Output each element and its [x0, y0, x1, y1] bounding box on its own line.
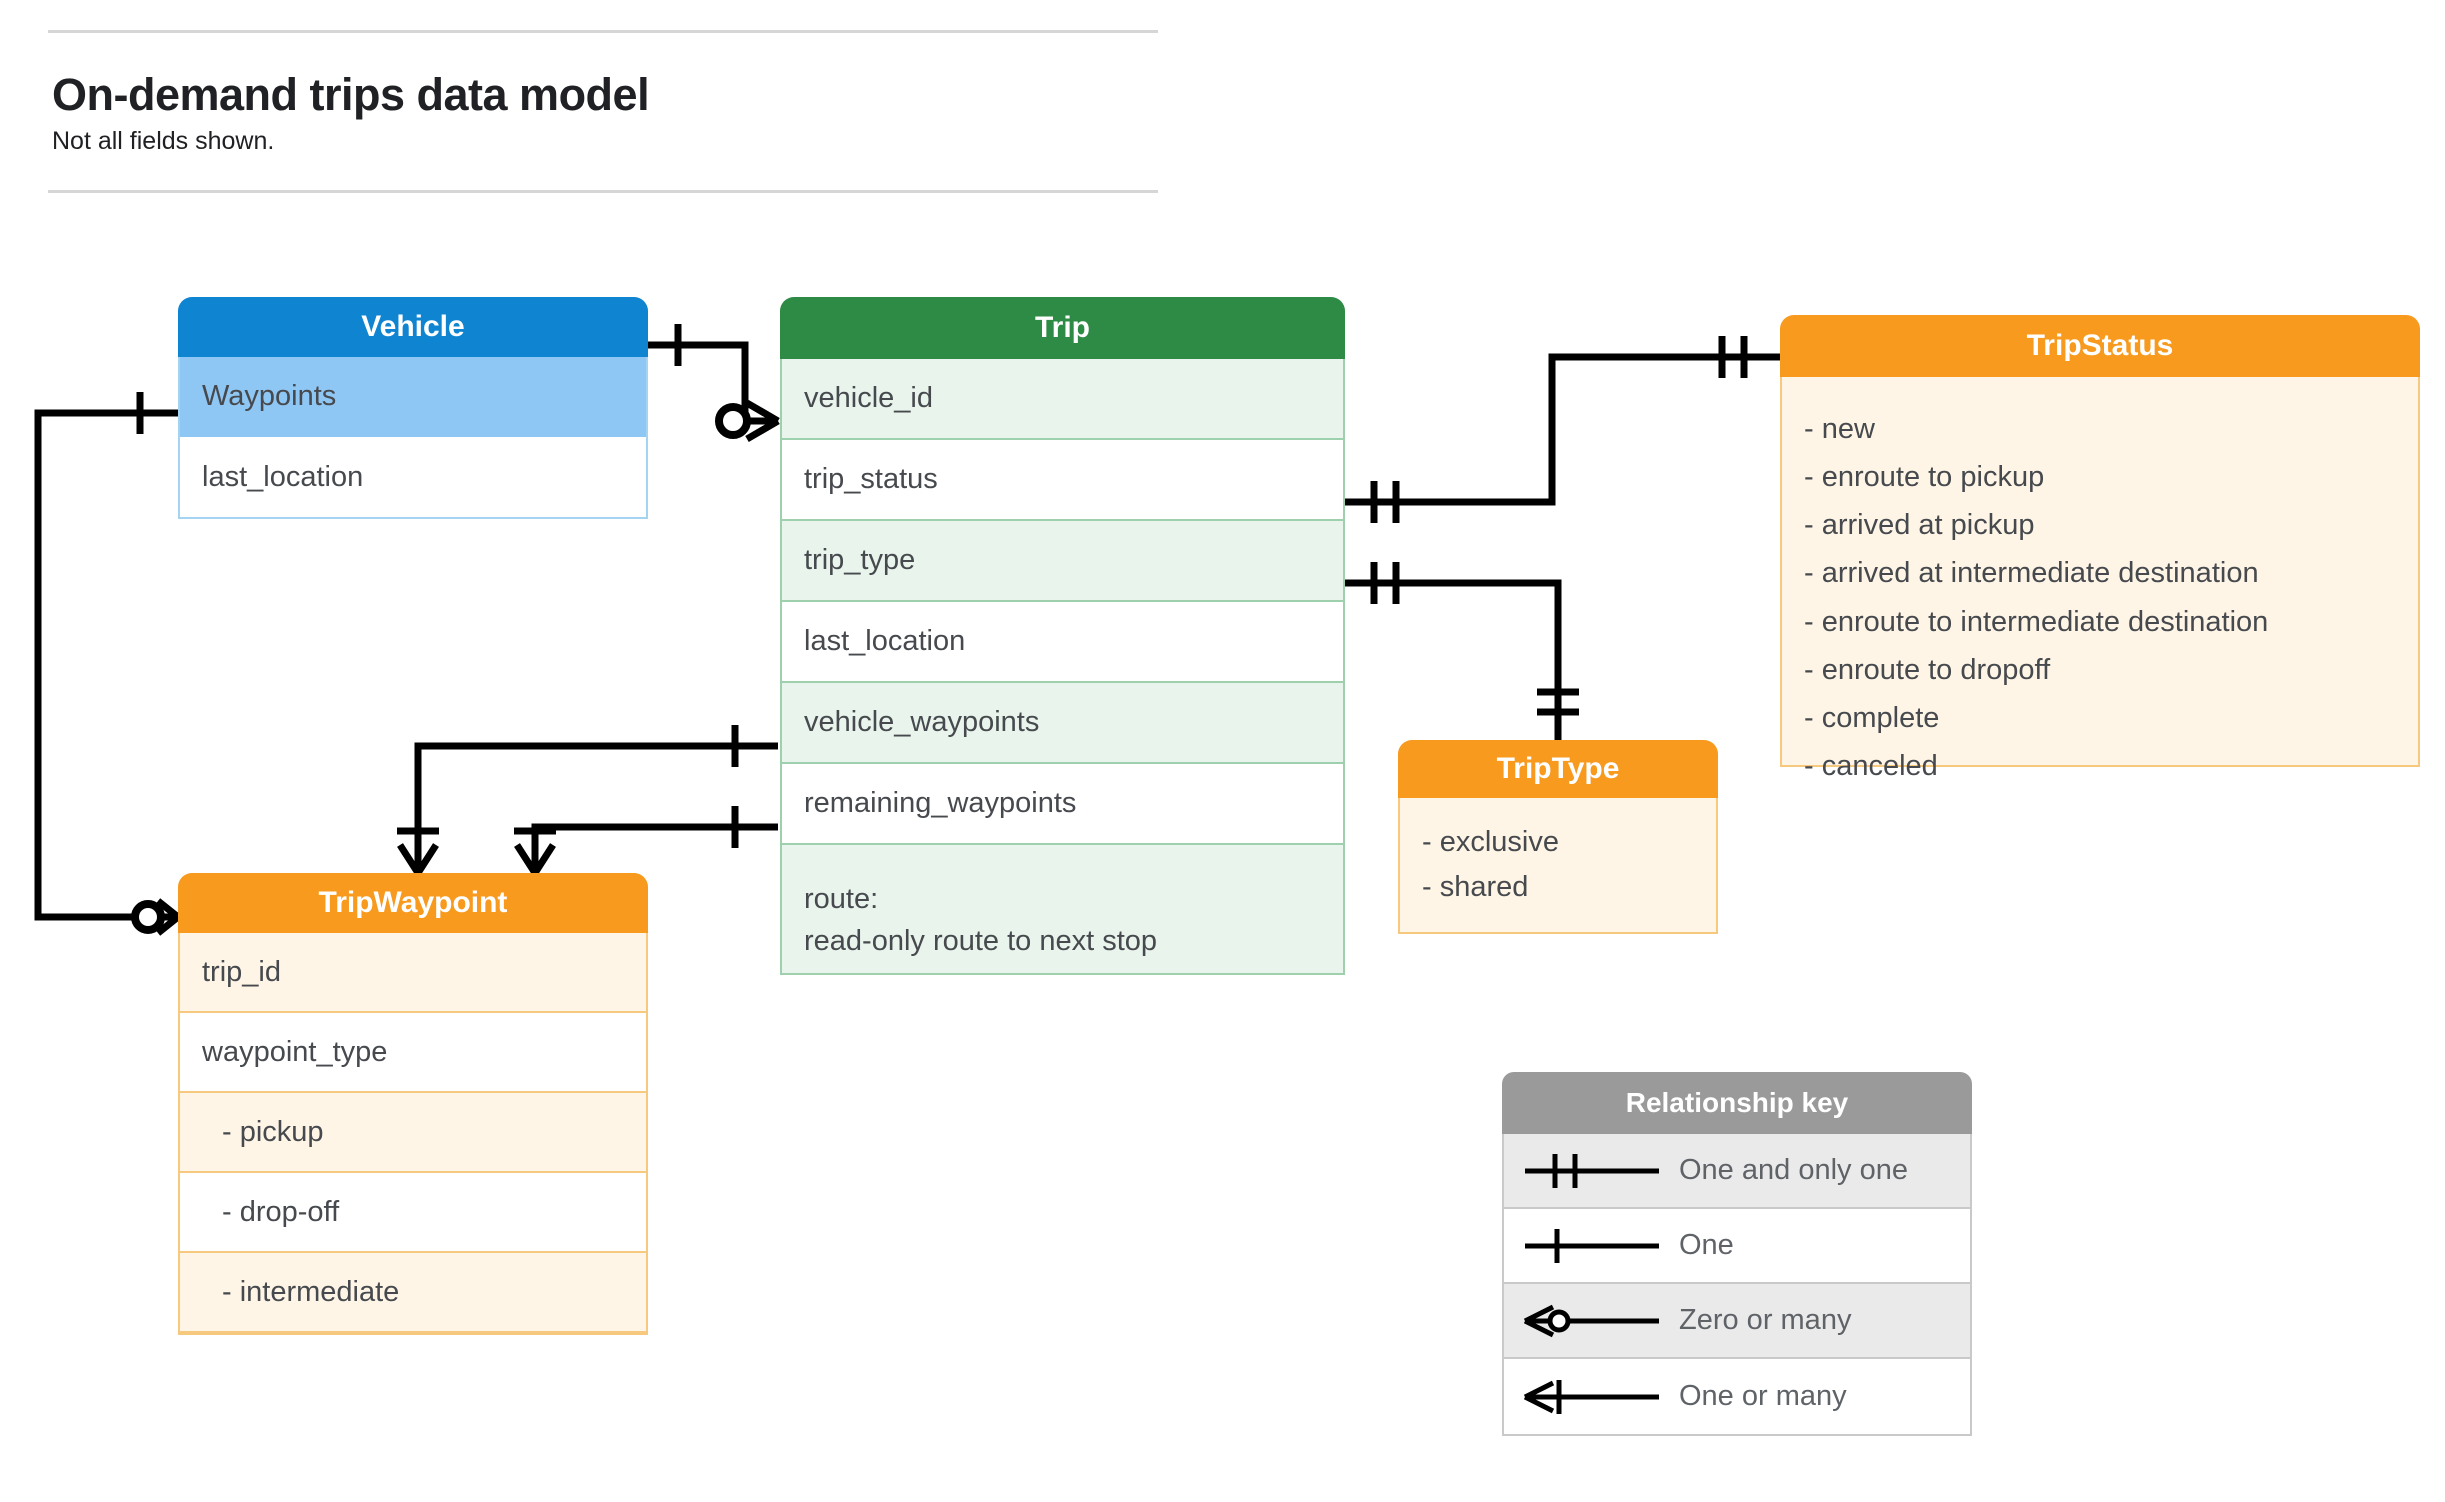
enum-tripstatus-enroute-to-pickup: - enroute to pickup: [1804, 461, 2045, 494]
entity-tripwaypoint-title: TripWaypoint: [178, 873, 648, 933]
field-vehicle-last-location[interactable]: last_location: [180, 437, 646, 517]
connector-trip-tripstatus: [1345, 353, 1780, 506]
page-header: On-demand trips data model Not all field…: [48, 30, 1158, 193]
entity-vehicle-body: Waypoints last_location: [178, 357, 648, 519]
entity-vehicle-title: Vehicle: [178, 297, 648, 357]
relationship-key-body: One and only one One: [1502, 1134, 1972, 1436]
one-icon: [1504, 1221, 1679, 1271]
connector-vehicle-waypoints-row: [414, 742, 778, 873]
crowfoot-vehicle-waypoints: [155, 898, 181, 936]
field-vehicle-waypoints[interactable]: Waypoints: [180, 357, 646, 437]
enum-triptype-shared: - shared: [1422, 870, 1529, 903]
connector-trip-triptype: [1345, 579, 1562, 740]
field-trip-remaining-waypoints[interactable]: remaining_waypoints: [782, 764, 1343, 845]
enum-tripstatus-arrived-at-intermediate-destination: - arrived at intermediate destination: [1804, 557, 2259, 590]
key-label-one-or-many: One or many: [1679, 1380, 1847, 1412]
connector-vehicle-trip: [648, 341, 778, 425]
field-tripwaypoint-waypoint-type[interactable]: waypoint_type: [180, 1013, 646, 1093]
connector-remaining-waypoints-row: [531, 823, 778, 873]
key-row-zero-or-many: Zero or many: [1504, 1284, 1970, 1359]
field-trip-route-description: read-only route to next stop: [804, 925, 1158, 957]
crowfoot-circle-vehicle-trip: [715, 403, 751, 439]
entity-triptype-title: TripType: [1398, 740, 1718, 798]
one-and-only-one-icon: [1504, 1146, 1679, 1196]
crowfoot-vehicle-trip: [745, 399, 780, 443]
entity-triptype-body: - exclusive - shared: [1398, 798, 1718, 934]
enum-triptype-exclusive: - exclusive: [1422, 826, 1559, 858]
enum-tripwaypoint-drop-off[interactable]: - drop-off: [180, 1173, 646, 1253]
enum-tripstatus-enroute-to-intermediate-destination: - enroute to intermediate destination: [1804, 605, 2269, 638]
field-trip-vehicle-waypoints[interactable]: vehicle_waypoints: [782, 683, 1343, 764]
relationship-key-legend: Relationship key One and only one: [1502, 1072, 1972, 1436]
entity-triptype[interactable]: TripType - exclusive - shared: [1398, 740, 1718, 934]
enum-tripstatus-complete: - complete: [1804, 701, 1940, 734]
entity-trip-body: vehicle_id trip_status trip_type last_lo…: [780, 359, 1345, 975]
entity-tripstatus[interactable]: TripStatus - new - enroute to pickup - a…: [1780, 315, 2420, 782]
key-row-one: One: [1504, 1209, 1970, 1284]
enum-tripwaypoint-pickup[interactable]: - pickup: [180, 1093, 646, 1173]
enum-tripstatus-enroute-to-dropoff: - enroute to dropoff: [1804, 653, 2051, 686]
zero-or-many-icon: [1504, 1296, 1679, 1346]
field-trip-trip-type[interactable]: trip_type: [782, 521, 1343, 602]
field-trip-vehicle-id[interactable]: vehicle_id: [782, 359, 1343, 440]
field-tripwaypoint-trip-id[interactable]: trip_id: [180, 933, 646, 1013]
key-label-one-and-only-one: One and only one: [1679, 1154, 1908, 1186]
one-or-many-icon: [1504, 1372, 1679, 1422]
entity-tripwaypoint-body: trip_id waypoint_type - pickup - drop-of…: [178, 933, 648, 1335]
field-trip-route-label: route:: [804, 882, 879, 915]
entity-trip-title: Trip: [780, 297, 1345, 359]
relationship-key-title: Relationship key: [1502, 1072, 1972, 1134]
crowfoot-remaining-waypoints-row: [514, 843, 556, 875]
field-trip-route[interactable]: route: read-only route to next stop: [782, 845, 1343, 973]
key-row-one-or-many: One or many: [1504, 1359, 1970, 1434]
crowfoot-circle-vehicle-waypoints: [131, 900, 165, 934]
entity-trip[interactable]: Trip vehicle_id trip_status trip_type la…: [780, 297, 1345, 975]
enum-tripwaypoint-intermediate[interactable]: - intermediate: [180, 1253, 646, 1333]
entity-tripstatus-title: TripStatus: [1780, 315, 2420, 377]
page-title: On-demand trips data model: [52, 69, 650, 120]
key-row-one-and-only-one: One and only one: [1504, 1134, 1970, 1209]
crowfoot-vehicle-waypoints-row: [397, 843, 439, 875]
enum-tripstatus-new: - new: [1804, 413, 1875, 445]
header-bottom-rule: [48, 190, 1158, 193]
key-label-zero-or-many: Zero or many: [1679, 1304, 1852, 1336]
entity-vehicle[interactable]: Vehicle Waypoints last_location: [178, 297, 648, 519]
page-subtitle: Not all fields shown.: [52, 127, 275, 155]
field-trip-trip-status[interactable]: trip_status: [782, 440, 1343, 521]
header-top-rule: [48, 30, 1158, 33]
connector-vehicle-waypoints-tripwaypoint: [34, 409, 178, 921]
enum-tripstatus-canceled: - canceled: [1804, 749, 1938, 782]
key-label-one: One: [1679, 1229, 1734, 1261]
entity-tripstatus-body: - new - enroute to pickup - arrived at p…: [1780, 377, 2420, 782]
entity-tripwaypoint[interactable]: TripWaypoint trip_id waypoint_type - pic…: [178, 873, 648, 1335]
enum-tripstatus-arrived-at-pickup: - arrived at pickup: [1804, 509, 2035, 542]
field-trip-last-location[interactable]: last_location: [782, 602, 1343, 683]
